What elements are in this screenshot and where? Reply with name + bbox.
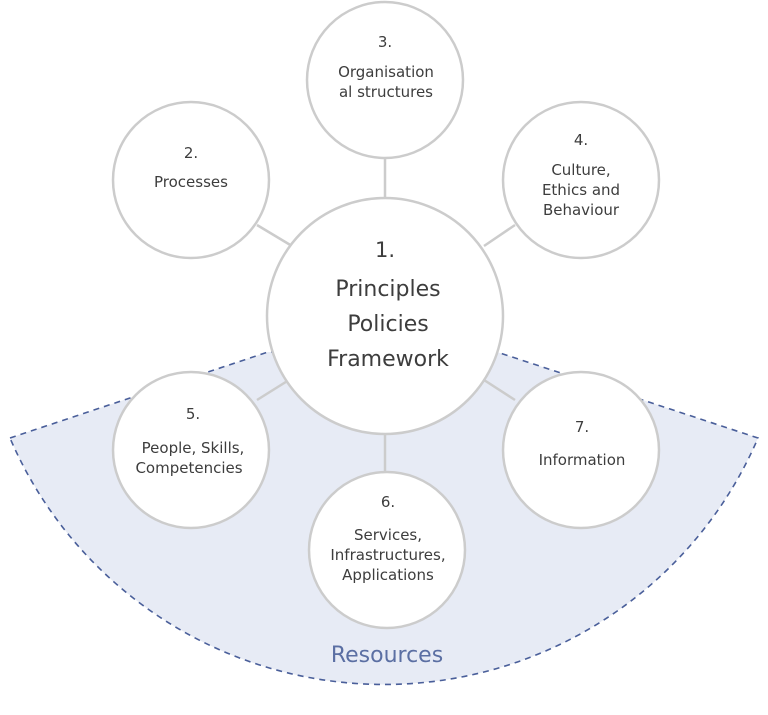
connector-7 bbox=[483, 378, 516, 402]
node-label-line: Information bbox=[539, 451, 626, 469]
connector-2 bbox=[256, 223, 293, 248]
center-node: 1. Principles Policies Framework bbox=[265, 196, 505, 436]
node-number: 5. bbox=[186, 405, 200, 423]
node-number: 6. bbox=[381, 493, 395, 511]
center-circle bbox=[265, 196, 505, 436]
node-label-line: Culture, bbox=[551, 161, 610, 179]
center-line-3: Framework bbox=[327, 347, 449, 372]
node-label-line: Behaviour bbox=[543, 201, 620, 219]
node-circle bbox=[501, 370, 661, 530]
center-line-2: Policies bbox=[347, 312, 428, 337]
connectors bbox=[256, 158, 516, 472]
node-circle bbox=[501, 100, 661, 260]
node-services-infrastructures-applications: 6. Services, Infrastructures, Applicatio… bbox=[307, 470, 467, 630]
node-label-line: Organisation bbox=[338, 63, 434, 81]
node-culture-ethics-behaviour: 4. Culture, Ethics and Behaviour bbox=[501, 100, 661, 260]
connector-5 bbox=[256, 378, 290, 402]
resources-label: Resources bbox=[331, 643, 443, 668]
node-circle bbox=[111, 100, 271, 260]
node-information: 7. Information bbox=[501, 370, 661, 530]
node-number: 4. bbox=[574, 131, 588, 149]
node-label-line: Competencies bbox=[135, 459, 242, 477]
node-circle bbox=[307, 470, 467, 630]
connector-4 bbox=[483, 223, 516, 248]
node-label-line: People, Skills, bbox=[142, 439, 245, 457]
node-people-skills-competencies: 5. People, Skills, Competencies bbox=[111, 370, 271, 530]
node-processes: 2. Processes bbox=[111, 100, 271, 260]
node-label-line: Processes bbox=[154, 173, 228, 191]
node-label-line: Services, bbox=[354, 526, 422, 544]
node-number: 7. bbox=[575, 418, 589, 436]
node-number: 3. bbox=[378, 33, 392, 51]
center-number: 1. bbox=[375, 238, 395, 262]
node-label-line: Applications bbox=[342, 566, 434, 584]
node-label-line: Infrastructures, bbox=[330, 546, 445, 564]
node-circle bbox=[111, 370, 271, 530]
node-label-line: al structures bbox=[339, 83, 433, 101]
center-line-1: Principles bbox=[335, 277, 440, 302]
node-organisational-structures: 3. Organisation al structures bbox=[305, 0, 465, 160]
node-number: 2. bbox=[184, 144, 198, 162]
node-circle bbox=[305, 0, 465, 160]
node-label-line: Ethics and bbox=[542, 181, 620, 199]
